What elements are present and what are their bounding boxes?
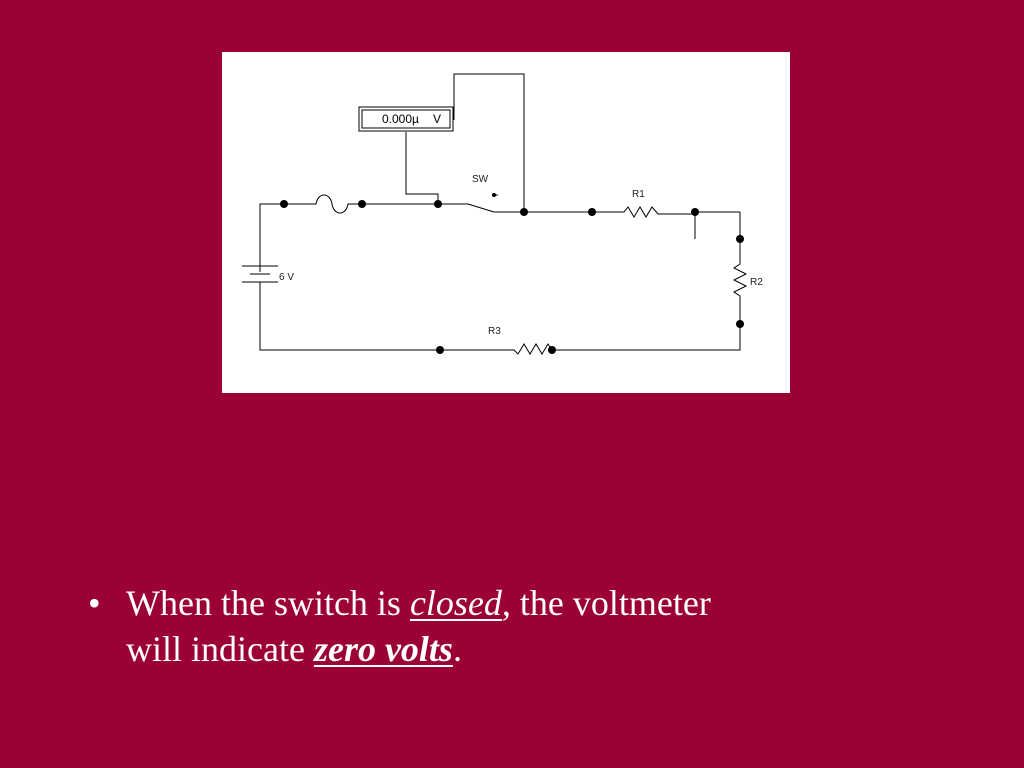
resistor-r3 [440,324,741,355]
resistor-r2 [732,239,748,324]
bullet-text: When the switch is closed, the voltmeter… [126,580,948,672]
emphasis-zero-volts: zero volts [313,629,453,669]
r1-label: R1 [632,189,645,200]
bullet-text-line1-pre: When the switch is [126,583,410,623]
emphasis-closed: closed [409,583,502,623]
node-dot [520,208,528,216]
voltmeter-lead-left [405,132,439,204]
node-dot [280,200,288,208]
bullet-item: • When the switch is closed, the voltmet… [88,580,948,672]
switch-contact-dot [492,193,496,197]
node-dot [736,235,744,243]
bullet-text-line2-pre: will indicate [126,629,314,669]
node-dot [736,320,744,328]
voltmeter-box [358,106,454,132]
r3-label: R3 [488,326,501,337]
wire-bottom-left [259,288,440,351]
voltmeter-display [361,109,451,129]
voltmeter-reading: 0.000µ [382,112,419,126]
node-dot [436,346,444,354]
bullet-marker: • [88,583,101,623]
wire-left-top [259,203,284,272]
node-dot [358,200,366,208]
voltmeter-lead-right [453,73,525,212]
bullet-text-block: • When the switch is closed, the voltmet… [88,580,948,672]
bullet-text-line2-post: . [452,629,462,669]
battery-label: 6 V [279,272,294,283]
fuse-symbol [284,194,362,214]
resistor-r1 [592,206,696,239]
circuit-diagram: 0.000µ V SW R1 R2 R3 6 V [222,52,790,393]
switch-label: SW [472,174,489,185]
node-dot [548,346,556,354]
node-dot [434,200,442,208]
node-dot [691,208,699,216]
switch-blade [467,203,495,213]
bullet-text-line1-post: , the voltmeter [501,583,711,623]
circuit-schematic: 0.000µ V SW R1 R2 R3 6 V [242,73,763,355]
r2-label: R2 [750,277,763,288]
node-dot [588,208,596,216]
voltmeter-unit: V [433,112,441,126]
